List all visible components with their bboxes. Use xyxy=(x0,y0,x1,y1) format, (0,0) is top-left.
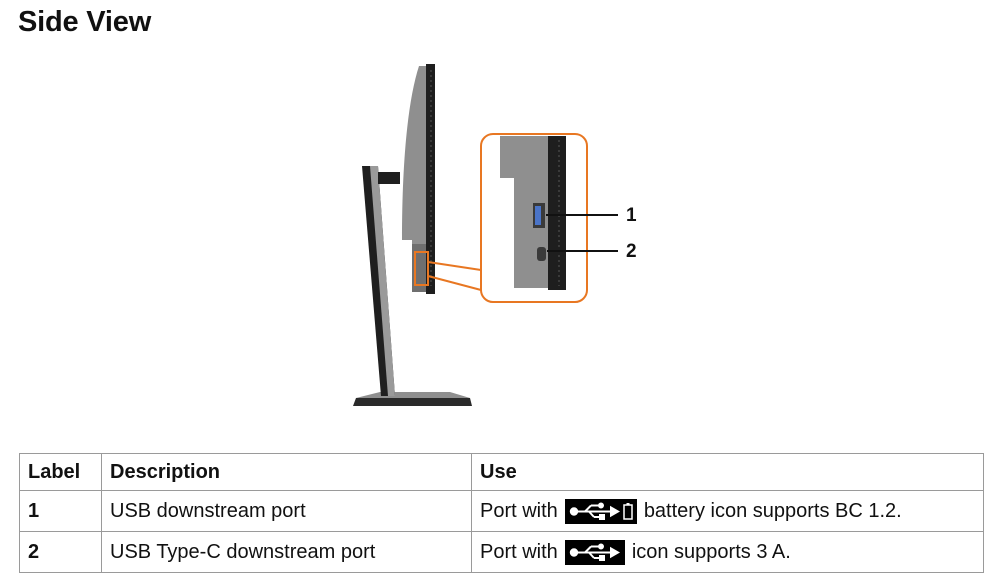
table-row: 2 USB Type-C downstream port Port with xyxy=(19,531,984,573)
page-title: Side View xyxy=(18,6,152,38)
row-description: USB downstream port xyxy=(101,490,472,532)
usb-battery-icon xyxy=(564,498,637,524)
row-label: 1 xyxy=(19,490,102,532)
monitor-side-view-illustration xyxy=(353,64,618,406)
stand-neck xyxy=(362,166,400,396)
zoom-callout xyxy=(480,133,588,303)
row-label: 2 xyxy=(19,531,102,573)
callout-label-1: 1 xyxy=(626,205,637,226)
use-suffix: icon supports 3 A. xyxy=(631,540,791,563)
table-header-row: Label Description Use xyxy=(19,453,984,491)
use-prefix: Port with xyxy=(480,499,558,522)
header-description: Description xyxy=(101,453,472,491)
callout-connector xyxy=(427,261,482,291)
use-prefix: Port with xyxy=(480,540,558,563)
row-description: USB Type-C downstream port xyxy=(101,531,472,573)
row-use: Port with xyxy=(471,531,984,573)
callout-label-2: 2 xyxy=(626,241,637,262)
use-suffix: battery icon supports BC 1.2. xyxy=(643,499,902,522)
port-highlight-box xyxy=(414,251,429,286)
usb-icon xyxy=(564,539,625,565)
table-row: 1 USB downstream port Port with xyxy=(19,490,984,532)
header-use: Use xyxy=(471,453,984,491)
monitor-body xyxy=(402,64,435,294)
row-use: Port with xyxy=(471,490,984,532)
leader-lines xyxy=(546,214,618,252)
stand-base xyxy=(353,392,472,406)
ports-table: Label Description Use 1 USB downstream p… xyxy=(19,453,984,573)
header-label: Label xyxy=(19,453,102,491)
